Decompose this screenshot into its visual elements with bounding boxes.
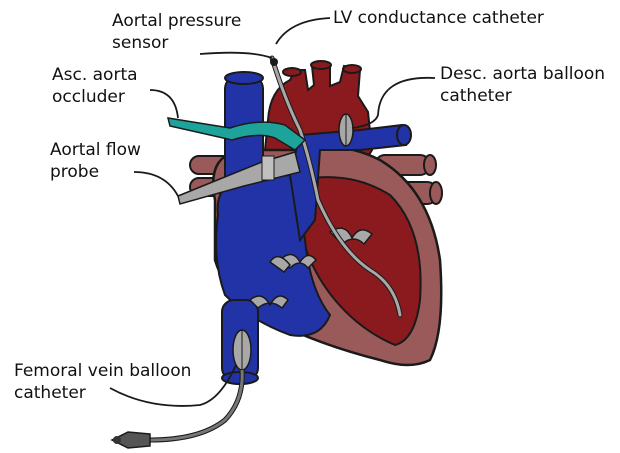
label-asc-aorta-occluder: Asc. aorta occluder [52,64,138,108]
label-lv-conductance-catheter: LV conductance catheter [333,7,544,29]
label-femoral-vein-balloon-catheter: Femoral vein balloon catheter [14,360,191,404]
aortal-pressure-sensor-tip [270,58,278,66]
label-aortal-flow-probe: Aortal flow probe [50,139,141,183]
femoral-vein-balloon [233,330,251,370]
label-desc-aorta-balloon-catheter: Desc. aorta balloon catheter [440,63,605,107]
desc-aorta-balloon [339,114,353,146]
label-aortal-pressure-sensor: Aortal pressure sensor [112,10,241,54]
